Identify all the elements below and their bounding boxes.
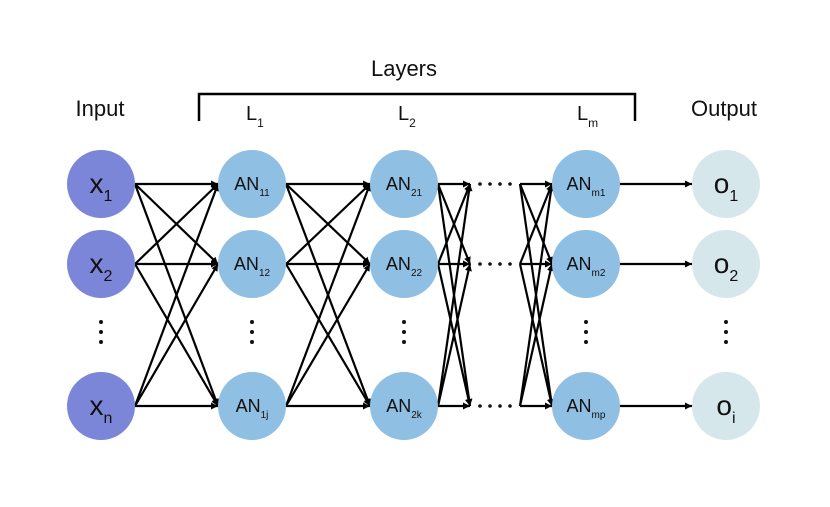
- connection-arrow: [518, 263, 554, 407]
- node-circle: [218, 150, 286, 218]
- node-circle: [692, 150, 760, 218]
- node-label: x2: [90, 248, 113, 285]
- node-label: AN12: [234, 254, 271, 279]
- network-node: ANm1: [552, 150, 620, 218]
- node-circle: [218, 372, 286, 440]
- layers-title: Layers: [371, 56, 437, 81]
- vertical-ellipsis-dot: [402, 330, 406, 334]
- node-label: ANm1: [567, 174, 606, 199]
- vertical-ellipsis-dot: [402, 340, 406, 344]
- network-node: x1: [67, 150, 135, 218]
- node-circle: [552, 372, 620, 440]
- network-node: oi: [692, 372, 760, 440]
- node-circle: [370, 372, 438, 440]
- vertical-ellipses: [99, 320, 728, 344]
- network-node: ANmp: [552, 372, 620, 440]
- continuation-dot: [488, 182, 492, 186]
- node-circle: [692, 372, 760, 440]
- network-node: ANm2: [552, 230, 620, 298]
- node-label: xn: [90, 390, 113, 427]
- vertical-ellipsis-dot: [724, 320, 728, 324]
- continuation-dot: [498, 404, 502, 408]
- connection-arrow: [436, 263, 472, 407]
- node-circle: [552, 230, 620, 298]
- node-circle: [67, 150, 135, 218]
- continuation-dot: [488, 262, 492, 266]
- vertical-ellipsis-dot: [99, 320, 103, 324]
- connection-arrow: [134, 263, 219, 407]
- vertical-ellipsis-dot: [724, 330, 728, 334]
- continuation-dots: [478, 182, 512, 408]
- layers-bracket: [197, 92, 637, 121]
- continuation-dot: [508, 182, 512, 186]
- network-node: o2: [692, 230, 760, 298]
- node-circle: [67, 230, 135, 298]
- network-node: AN12: [218, 230, 286, 298]
- node-label: oi: [716, 390, 735, 427]
- vertical-ellipsis-dot: [99, 330, 103, 334]
- node-circle: [692, 230, 760, 298]
- connection-arrow: [518, 183, 555, 407]
- connection-arrow: [284, 183, 372, 407]
- continuation-dot: [488, 404, 492, 408]
- vertical-ellipsis-dot: [584, 320, 588, 324]
- node-label: x1: [90, 168, 113, 205]
- network-node: AN11: [218, 150, 286, 218]
- vertical-ellipsis-dot: [402, 320, 406, 324]
- network-node: AN2k: [370, 372, 438, 440]
- input-label: Input: [76, 96, 125, 121]
- continuation-dot: [498, 182, 502, 186]
- layer-label-l2: L2: [398, 103, 416, 130]
- connection-arrow: [133, 183, 220, 407]
- network-node: x2: [67, 230, 135, 298]
- node-circle: [370, 150, 438, 218]
- connection-arrow: [285, 263, 371, 407]
- connection-arrow: [436, 183, 472, 265]
- continuation-dot: [498, 262, 502, 266]
- network-node: AN22: [370, 230, 438, 298]
- network-node: AN1j: [218, 372, 286, 440]
- vertical-ellipsis-dot: [724, 340, 728, 344]
- node-label: ANm2: [567, 254, 606, 279]
- vertical-ellipsis-dot: [584, 340, 588, 344]
- node-circle: [218, 230, 286, 298]
- node-label: AN22: [386, 254, 423, 279]
- node-circle: [552, 150, 620, 218]
- node-label: o2: [714, 248, 739, 285]
- layer-label-lm: Lm: [577, 103, 598, 130]
- continuation-dot: [508, 262, 512, 266]
- layer-label-l1: L1: [246, 103, 264, 130]
- vertical-ellipsis-dot: [584, 330, 588, 334]
- continuation-dot: [478, 262, 482, 266]
- node-label: AN11: [234, 174, 270, 199]
- network-node: AN21: [370, 150, 438, 218]
- node-label: ANmp: [567, 396, 606, 421]
- vertical-ellipsis-dot: [99, 340, 103, 344]
- node-circle: [67, 372, 135, 440]
- vertical-ellipsis-dot: [250, 330, 254, 334]
- vertical-ellipsis-dot: [250, 340, 254, 344]
- continuation-dot: [508, 404, 512, 408]
- connection-arrows: [133, 180, 692, 410]
- vertical-ellipsis-dot: [250, 320, 254, 324]
- continuation-dot: [478, 182, 482, 186]
- node-label: AN2k: [386, 396, 423, 421]
- connection-arrow: [518, 183, 554, 265]
- connection-arrow: [436, 183, 473, 407]
- output-label: Output: [691, 96, 757, 121]
- connection-arrow: [285, 183, 371, 265]
- network-node: o1: [692, 150, 760, 218]
- node-label: o1: [714, 168, 739, 205]
- network-node: xn: [67, 372, 135, 440]
- node-circle: [370, 230, 438, 298]
- continuation-dot: [478, 404, 482, 408]
- node-label: AN21: [386, 174, 423, 199]
- node-label: AN1j: [236, 396, 269, 421]
- connection-arrow: [134, 183, 219, 265]
